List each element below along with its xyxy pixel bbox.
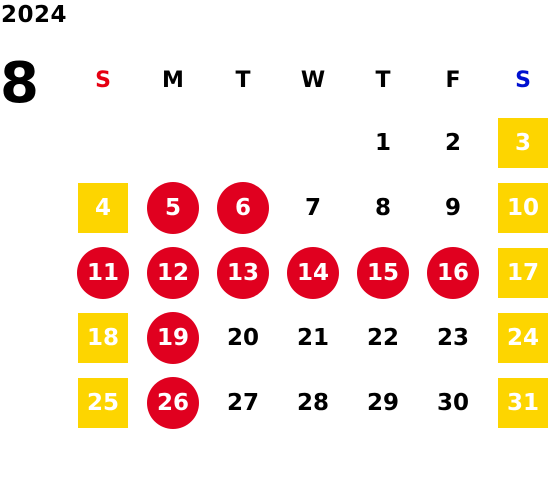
day-cell[interactable]: 10	[488, 175, 548, 240]
weekday-label-friday: F	[445, 67, 461, 93]
day-cell[interactable]: 31	[488, 370, 548, 435]
day-cell[interactable]: 11	[68, 240, 138, 305]
day-number-highlighted: 31	[498, 377, 548, 428]
day-number: 9	[444, 194, 461, 221]
weekday-cell-monday: M	[138, 50, 208, 110]
day-number: 27	[226, 389, 259, 416]
day-number-circled: 12	[147, 246, 199, 299]
day-number-highlighted: 17	[498, 247, 548, 298]
week-row: 25 26 27 28 29 30 31	[68, 370, 548, 435]
weekday-label-monday: M	[162, 67, 184, 93]
weekday-label-sunday: S	[95, 67, 111, 93]
day-number: 22	[366, 324, 399, 351]
week-row: 11 12 13 14 15 16 17	[68, 240, 548, 305]
day-cell[interactable]: 25	[68, 370, 138, 435]
day-cell[interactable]: 16	[418, 240, 488, 305]
day-number-highlighted: 4	[78, 182, 128, 233]
weekday-label-tuesday: T	[235, 67, 251, 93]
day-cell[interactable]: 24	[488, 305, 548, 370]
day-number-circled: 26	[147, 376, 199, 429]
weekday-label-saturday: S	[515, 67, 531, 93]
day-number: 30	[436, 389, 469, 416]
day-cell[interactable]: 7	[278, 175, 348, 240]
day-number-circled: 14	[287, 246, 339, 299]
weekday-cell-tuesday: T	[208, 50, 278, 110]
week-row: 1 2 3	[68, 110, 548, 175]
weekday-cell-saturday: S	[488, 50, 548, 110]
day-cell[interactable]: 12	[138, 240, 208, 305]
day-number-circled: 11	[77, 246, 129, 299]
day-cell[interactable]: 9	[418, 175, 488, 240]
day-cell[interactable]: 21	[278, 305, 348, 370]
day-cell	[208, 110, 278, 175]
day-number-circled: 13	[217, 246, 269, 299]
day-cell[interactable]: 26	[138, 370, 208, 435]
day-cell[interactable]: 6	[208, 175, 278, 240]
day-number: 1	[374, 129, 391, 156]
day-number-highlighted: 25	[78, 377, 128, 428]
day-number: 7	[304, 194, 321, 221]
day-cell[interactable]: 23	[418, 305, 488, 370]
day-number-circled: 16	[427, 246, 479, 299]
weekday-label-thursday: T	[375, 67, 391, 93]
day-number-circled: 6	[217, 181, 269, 234]
day-cell[interactable]: 30	[418, 370, 488, 435]
day-cell	[138, 110, 208, 175]
day-number-highlighted: 18	[78, 312, 128, 363]
day-number: 23	[436, 324, 469, 351]
day-cell	[278, 110, 348, 175]
day-cell[interactable]: 17	[488, 240, 548, 305]
weekday-cell-friday: F	[418, 50, 488, 110]
weekday-cell-wednesday: W	[278, 50, 348, 110]
day-number-circled: 15	[357, 246, 409, 299]
day-number: 2	[444, 129, 461, 156]
weekday-label-wednesday: W	[300, 67, 326, 93]
day-cell[interactable]: 18	[68, 305, 138, 370]
day-cell	[68, 110, 138, 175]
day-cell[interactable]: 28	[278, 370, 348, 435]
year-label: 2024	[1, 2, 68, 28]
day-cell[interactable]: 4	[68, 175, 138, 240]
weekday-cell-thursday: T	[348, 50, 418, 110]
day-cell[interactable]: 3	[488, 110, 548, 175]
day-cell[interactable]: 1	[348, 110, 418, 175]
day-number-highlighted: 10	[498, 182, 548, 233]
day-cell[interactable]: 19	[138, 305, 208, 370]
day-number-highlighted: 3	[498, 117, 548, 168]
day-cell[interactable]: 15	[348, 240, 418, 305]
day-cell[interactable]: 20	[208, 305, 278, 370]
weekday-cell-sunday: S	[68, 50, 138, 110]
day-number: 29	[366, 389, 399, 416]
day-number: 21	[296, 324, 329, 351]
day-cell[interactable]: 27	[208, 370, 278, 435]
day-cell[interactable]: 14	[278, 240, 348, 305]
day-cell[interactable]: 2	[418, 110, 488, 175]
day-cell[interactable]: 5	[138, 175, 208, 240]
day-number: 20	[226, 324, 259, 351]
day-number-circled: 19	[147, 311, 199, 364]
day-number: 28	[296, 389, 329, 416]
day-cell[interactable]: 22	[348, 305, 418, 370]
week-row: 18 19 20 21 22 23 24	[68, 305, 548, 370]
day-number-highlighted: 24	[498, 312, 548, 363]
day-cell[interactable]: 29	[348, 370, 418, 435]
day-cell[interactable]: 8	[348, 175, 418, 240]
day-number: 8	[374, 194, 391, 221]
day-number-circled: 5	[147, 181, 199, 234]
month-number: 8	[0, 51, 39, 116]
day-cell[interactable]: 13	[208, 240, 278, 305]
